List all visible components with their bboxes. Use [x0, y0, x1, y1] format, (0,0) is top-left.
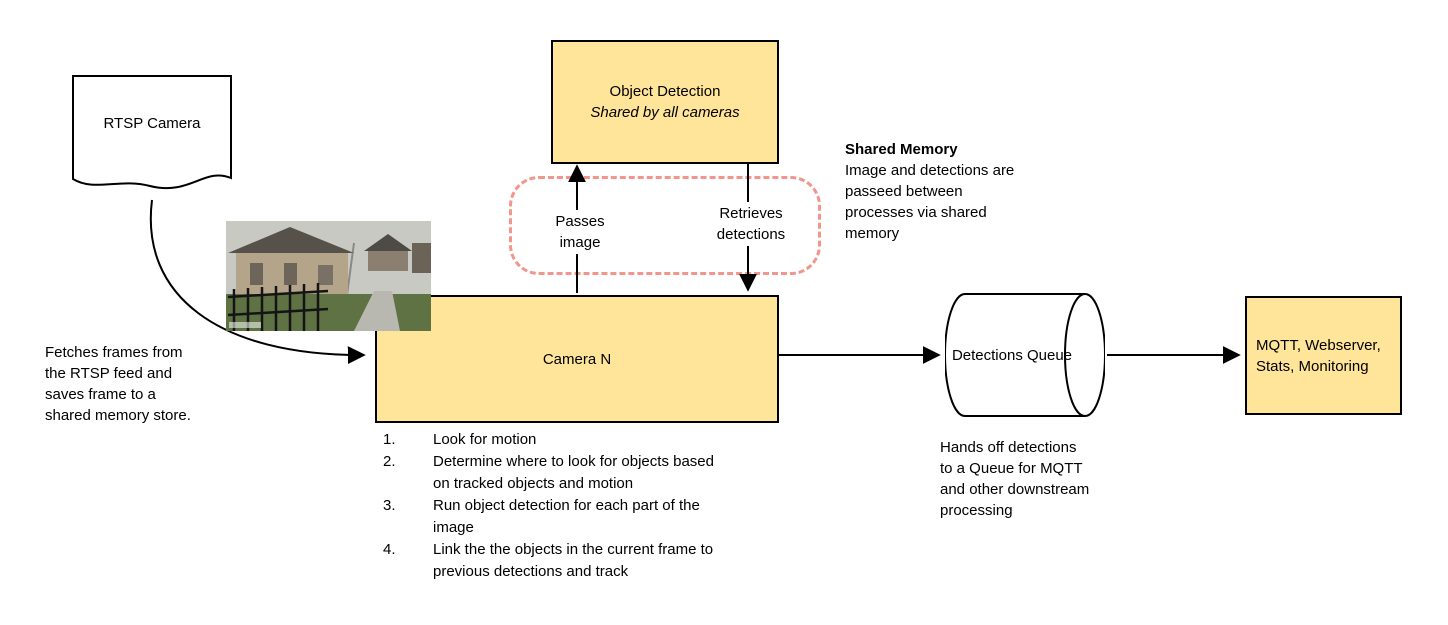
- step-number: [383, 429, 433, 451]
- step-text: Link the the objects in the current fram…: [433, 541, 714, 580]
- rtsp-camera-label: RTSP Camera: [103, 115, 201, 132]
- step-number: [383, 539, 433, 583]
- list-item: Determine where to look for objects base…: [383, 451, 793, 495]
- list-item: Look for motion: [383, 429, 793, 451]
- camera-n-label: Camera N: [542, 350, 612, 368]
- camera-n-node: Camera N: [375, 295, 779, 423]
- detections-queue-label: Detections Queue: [951, 347, 1073, 364]
- outputs-node: MQTT, Webserver, Stats, Monitoring: [1245, 296, 1402, 415]
- object-detection-title: Object Detection: [609, 83, 721, 100]
- camera-frame-image: [226, 221, 431, 331]
- passes-image-label: Passes image: [532, 210, 628, 254]
- outputs-label: MQTT, Webserver, Stats, Monitoring: [1256, 336, 1381, 375]
- list-item: Run object detection for each part of th…: [383, 495, 793, 539]
- fetch-frames-note: Fetches frames from the RTSP feed and sa…: [45, 344, 191, 424]
- step-text: Determine where to look for objects base…: [433, 453, 714, 492]
- detections-queue-node: Detections Queue: [944, 293, 1106, 418]
- camera-timestamp-overlay: [229, 322, 261, 328]
- rtsp-camera-node: RTSP Camera: [72, 75, 232, 207]
- rtsp-to-camera-arrow: [149, 199, 366, 365]
- queue-cylinder-icon: [944, 293, 1106, 417]
- step-number: [383, 495, 433, 539]
- camera-steps-list: Look for motion Determine where to look …: [383, 429, 793, 583]
- shared-memory-boundary: [509, 176, 821, 275]
- queue-handoff-note: Hands off detections to a Queue for MQTT…: [940, 439, 1090, 519]
- shared-memory-note: Shared Memory Image and detections are p…: [845, 139, 1027, 244]
- step-text: Look for motion: [433, 431, 537, 448]
- document-shape-icon: [72, 75, 232, 190]
- step-number: [383, 451, 433, 495]
- shared-memory-note-body: Image and detections are passeed between…: [845, 162, 1015, 242]
- list-item: Link the the objects in the current fram…: [383, 539, 793, 583]
- shared-memory-note-title: Shared Memory: [845, 141, 958, 158]
- step-text: Run object detection for each part of th…: [433, 497, 700, 536]
- object-detection-subtitle: Shared by all cameras: [590, 104, 740, 121]
- object-detection-node: Object Detection Shared by all cameras: [551, 40, 779, 164]
- retrieves-detections-label: Retrieves detections: [703, 202, 799, 246]
